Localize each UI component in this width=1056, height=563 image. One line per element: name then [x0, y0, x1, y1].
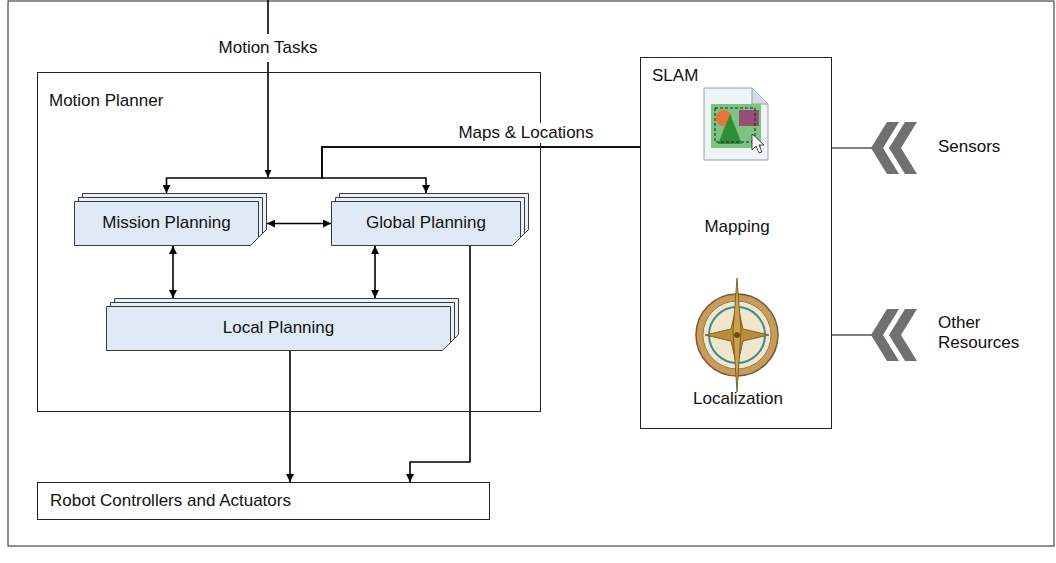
chevron-symbol [889, 309, 917, 361]
input-label: Motion Tasks [219, 38, 318, 58]
flow-arrow [322, 147, 640, 193]
slam-frame: SLAM MappingLocalization [640, 57, 832, 429]
flow-arrow [289, 351, 291, 482]
map-icon [704, 88, 768, 160]
planning-box: Global Planning [331, 193, 529, 246]
input-line [832, 334, 872, 335]
source-label: Sensors [938, 137, 1000, 157]
flow-arrow [410, 246, 470, 482]
localization-module: Localization [665, 281, 811, 411]
stack-layer [75, 202, 259, 246]
node-label: Mission Planning [102, 213, 231, 233]
flow-arrow [172, 246, 174, 298]
flow-arrow [374, 246, 376, 298]
node-label: Robot Controllers and Actuators [50, 491, 291, 511]
planning-box: Mission Planning [74, 193, 267, 246]
outer-frame [8, 1, 1054, 546]
stack-layer [107, 307, 451, 351]
task-line [267, 0, 269, 34]
node-label: Localization [693, 389, 783, 409]
node-label: Mapping [704, 217, 769, 237]
flow-arrow [167, 147, 641, 193]
group-heading: SLAM [652, 66, 698, 86]
edge-label: Maps & Locations [455, 123, 596, 143]
controller-box: Robot Controllers and Actuators [37, 482, 490, 520]
node-label: Local Planning [223, 318, 335, 338]
group-heading: Motion Planner [49, 91, 163, 111]
flow-arrow [267, 223, 331, 225]
planning-box: Local Planning [106, 298, 459, 351]
node-label: Global Planning [366, 213, 486, 233]
input-line [832, 147, 872, 148]
task-line [267, 62, 269, 177]
compass-icon [696, 278, 778, 392]
mapping-module: Mapping [677, 85, 797, 239]
stack-layer [332, 202, 521, 246]
chevron-symbol [889, 122, 917, 174]
source-label: Other Resources [938, 313, 1042, 354]
